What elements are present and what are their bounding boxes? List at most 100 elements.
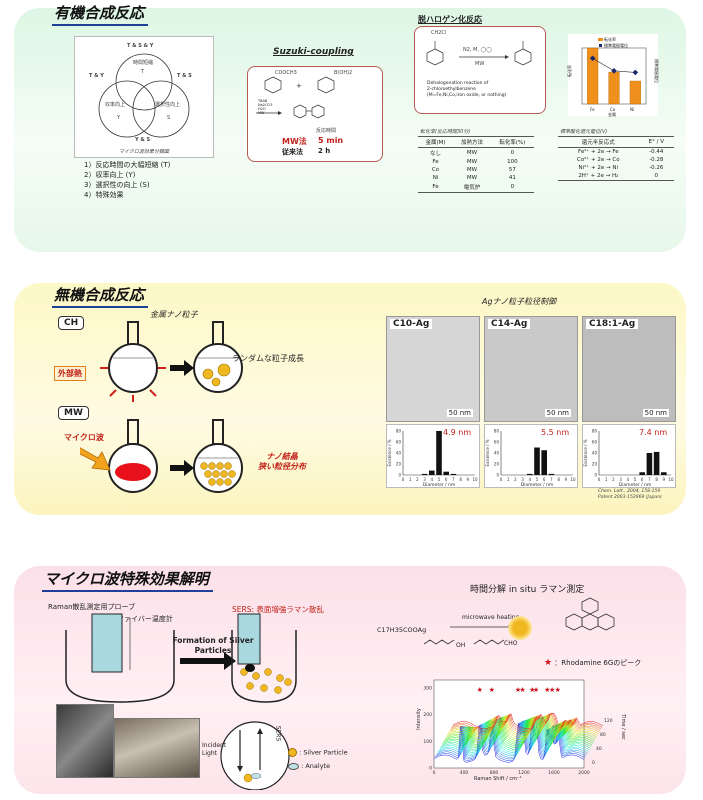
lab-photo xyxy=(114,718,200,778)
hist-x-tick: 3 xyxy=(521,477,524,482)
hist-y-tick: 40 xyxy=(592,451,598,456)
hist-xlabel: Diameter / nm xyxy=(521,482,554,487)
effect-item: 1）反応時間の大幅短縮 (T) xyxy=(84,161,171,169)
nano-result-line: 狭い粒径分布 xyxy=(258,462,306,471)
hist-bar xyxy=(639,472,645,475)
raman-y-tick: 100 xyxy=(423,739,432,745)
table-cell: 41 xyxy=(508,175,516,181)
organic-title: 有機合成反応 xyxy=(52,2,149,26)
tem-image-c18: C18:1-Ag 50 nm xyxy=(582,316,676,422)
thermometer-label: 光ファイバー温度計 xyxy=(110,615,173,623)
reaction-reactant: C17H35COOAg xyxy=(377,626,427,634)
hist-x-tick: 4 xyxy=(627,477,630,482)
venn-label-ts: T & S xyxy=(177,73,192,79)
silver-nanoparticle-icon xyxy=(508,616,532,640)
table-cell: 57 xyxy=(508,167,516,173)
equipment-photo xyxy=(56,704,114,778)
hist-bar xyxy=(661,472,667,475)
scale-bar-label: 50 nm xyxy=(642,409,669,417)
table-cell: 電気炉 xyxy=(453,182,491,193)
effects-list: 1）反応時間の大幅短縮 (T) 2）収率向上 (Y) 3）選択性の向上 (S) … xyxy=(84,160,170,200)
hist-bar xyxy=(443,471,449,475)
hist-bar xyxy=(450,473,457,475)
hist-y-tick: 60 xyxy=(396,440,402,445)
mw-label: MW xyxy=(58,406,89,420)
hist-bar xyxy=(541,450,547,475)
size-label: 7.4 nm xyxy=(639,428,668,437)
conv-ylabel-right: 標準電極電位 xyxy=(654,59,659,83)
effect-item: 3）選択性の向上 (S) xyxy=(84,181,150,189)
hist-ylabel: Existence / % xyxy=(583,439,588,466)
formation-label: Formation of Silver Particles xyxy=(172,636,254,655)
venn-label-time: 時間短縮 xyxy=(133,60,154,66)
ch-flask-particles xyxy=(193,321,243,393)
size-label: 4.9 nm xyxy=(443,428,472,437)
raman-y-tick: 0 xyxy=(429,766,432,772)
hist-bar xyxy=(653,451,660,475)
hist-ylabel: Existence / % xyxy=(485,439,490,466)
venn-label-yield: 収率向上 xyxy=(105,102,126,108)
hist-x-tick: 5 xyxy=(634,477,637,482)
hist-bar xyxy=(534,447,540,475)
table-cell: Co xyxy=(431,167,440,173)
table-cell: Co²⁺ + 2e → Co xyxy=(576,157,620,163)
citation-line: Chem. Lett., 2004, 158-159 xyxy=(598,489,661,494)
hist-x-tick: 8 xyxy=(655,477,658,482)
conv-legend-potential: 標準電極電位 xyxy=(604,43,628,48)
sers-diagram xyxy=(65,613,297,790)
conv-legend-conversion: 転化率 xyxy=(604,37,616,42)
microwave-label: マイクロ波 xyxy=(64,433,104,442)
hist-y-tick: 80 xyxy=(592,429,598,434)
raman-x-tick: 1600 xyxy=(548,770,560,776)
silver-legend-text: : Silver Particle xyxy=(299,748,348,757)
ag-title: Agナノ粒子粒径制御 xyxy=(482,297,557,306)
citation: Chem. Lett., 2004, 158-159 Patent 2003-1… xyxy=(598,489,662,501)
hist-x-tick: 0 xyxy=(500,477,503,482)
scale-bar-label: 50 nm xyxy=(446,409,473,417)
size-label: 5.5 nm xyxy=(541,428,570,437)
nano-result-line: ナノ結晶 xyxy=(266,452,298,461)
conv-cat-co: Co xyxy=(610,107,616,112)
raman-peak-star: ★ xyxy=(519,686,525,694)
suzuki-conditions: TBAB Na2CO3 H2O MW xyxy=(258,99,272,115)
silver-particle-icon xyxy=(288,748,297,757)
raman-peak-star: ★ xyxy=(555,686,561,694)
raman-time-tick: 120 xyxy=(604,718,613,724)
star-icon: ★ xyxy=(544,658,553,668)
effect-item: 2）収率向上 (Y) xyxy=(84,171,136,179)
hist-x-tick: 1 xyxy=(605,477,608,482)
citation-line: Patent 2003-152969 (Japan) xyxy=(598,495,662,500)
conv-bar xyxy=(608,71,620,105)
raman-peak-star: ★ xyxy=(549,686,555,694)
hist-x-tick: 9 xyxy=(663,477,666,482)
random-growth-label: ランダムな粒子成長 xyxy=(232,354,304,363)
sample-label: C10-Ag xyxy=(390,319,433,329)
microwave-effect-title: マイクロ波特殊効果解明 xyxy=(42,568,213,592)
rhodamine-structure xyxy=(565,597,615,631)
heat-arrows xyxy=(100,367,166,402)
conv-legend-swatch xyxy=(598,38,603,41)
hist-x-tick: 7 xyxy=(550,477,553,482)
dehalo-desc-line: 2-chloroethylbenzene xyxy=(427,87,476,92)
raman-x-tick: 400 xyxy=(460,770,469,776)
hist-x-tick: 6 xyxy=(543,477,546,482)
external-heat-label: 外部熱 xyxy=(54,366,86,381)
raman-peak-star: ★ xyxy=(533,686,539,694)
hist-x-tick: 2 xyxy=(416,477,419,482)
conv-cat-ni: Ni xyxy=(630,107,635,112)
microwave-arrow xyxy=(80,447,111,471)
sers-arrow-label: SERS xyxy=(274,725,282,742)
mw-flask xyxy=(108,419,158,493)
raman-peak-star: ★ xyxy=(544,686,550,694)
hist-x-tick: 0 xyxy=(598,477,601,482)
dehalo-col-header: 加熱方法 xyxy=(453,136,491,148)
hist-x-tick: 3 xyxy=(619,477,622,482)
venn-label-s: S xyxy=(167,115,171,121)
hist-y-tick: 20 xyxy=(494,462,500,467)
potential-col-header: 還元半反応式 xyxy=(558,136,639,148)
